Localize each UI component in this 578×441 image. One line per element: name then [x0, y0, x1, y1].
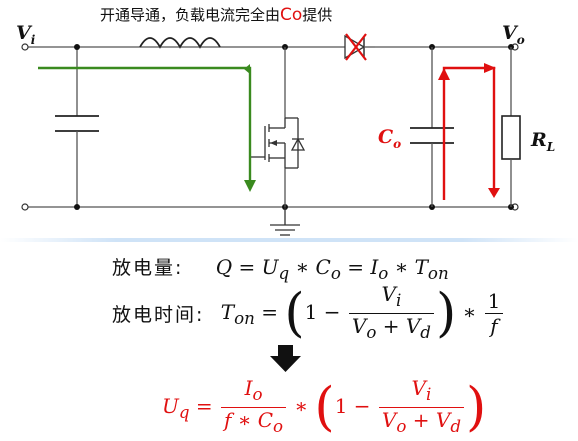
load-resistor-symbol	[501, 115, 521, 160]
diagram-title: 开通导通，负载电流完全由Co提供	[100, 5, 333, 25]
inductor-symbol	[139, 37, 221, 49]
diode-blocked-cross-icon	[345, 33, 367, 61]
mosfet-symbol	[250, 117, 306, 169]
section-divider	[0, 238, 578, 242]
load-resistor-label: RL	[531, 129, 556, 154]
junction-dot	[74, 44, 80, 50]
red-arrow-head	[488, 188, 500, 198]
junction-dot	[74, 204, 80, 210]
vin-top-terminal	[21, 43, 29, 51]
ground-symbol	[270, 207, 300, 236]
arrow-down-icon	[270, 345, 301, 372]
red-arrow-head	[438, 68, 450, 80]
green-arrow-head	[244, 180, 256, 192]
discharge-equation: 放电量: Q = Uq ∗ Co = Io ∗ Ton	[112, 253, 449, 283]
red-arrow-head	[484, 63, 496, 73]
green-current-path	[38, 66, 252, 185]
red-current-loop	[442, 66, 496, 200]
discharge-formula: Q = Uq ∗ Co = Io ∗ Ton	[215, 255, 449, 283]
discharge-label: 放电量:	[112, 257, 184, 279]
vin-bottom-terminal	[21, 203, 29, 211]
diode-symbol	[344, 34, 375, 60]
discharge-time-label: 放电时间:	[112, 304, 205, 326]
vout-label: Vo	[502, 22, 525, 47]
mosfet-body-arrow	[270, 140, 277, 146]
output-capacitor-label: Co	[378, 126, 402, 151]
vin-label: Vi	[16, 22, 36, 47]
green-arrow-head	[244, 64, 250, 74]
